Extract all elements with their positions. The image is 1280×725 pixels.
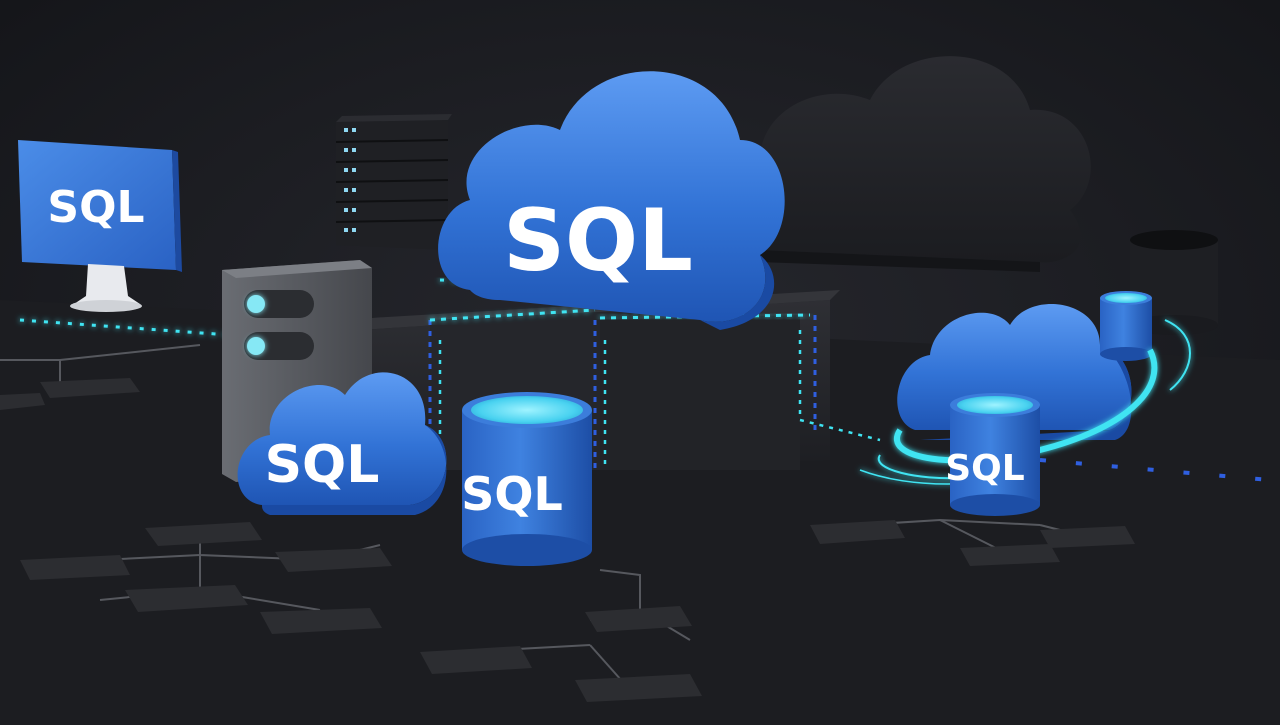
monitor-icon: SQL [18,140,182,312]
server-rack-icon [335,114,452,250]
hierarchy-diagram-center [420,569,702,702]
monitor-label: SQL [47,182,144,233]
hierarchy-diagram-left [0,344,392,634]
dark-cloud-icon [715,56,1091,272]
cloud-icon [897,303,1132,440]
database-label: SQL [461,467,563,521]
main-cloud-label: SQL [503,191,693,291]
small-cloud-label: SQL [265,435,380,495]
database-cylinder-icon: SQL [945,393,1040,516]
hierarchy-diagram-right [810,518,1135,566]
cloud-icon: SQL [438,71,785,330]
database-cylinder-icon: SQL [461,392,592,566]
cloud-icon: SQL [237,372,447,515]
dark-database-icon [1130,230,1218,335]
database-cylinder-icon [1100,291,1152,361]
managed-instance-label: SQL [945,448,1024,489]
